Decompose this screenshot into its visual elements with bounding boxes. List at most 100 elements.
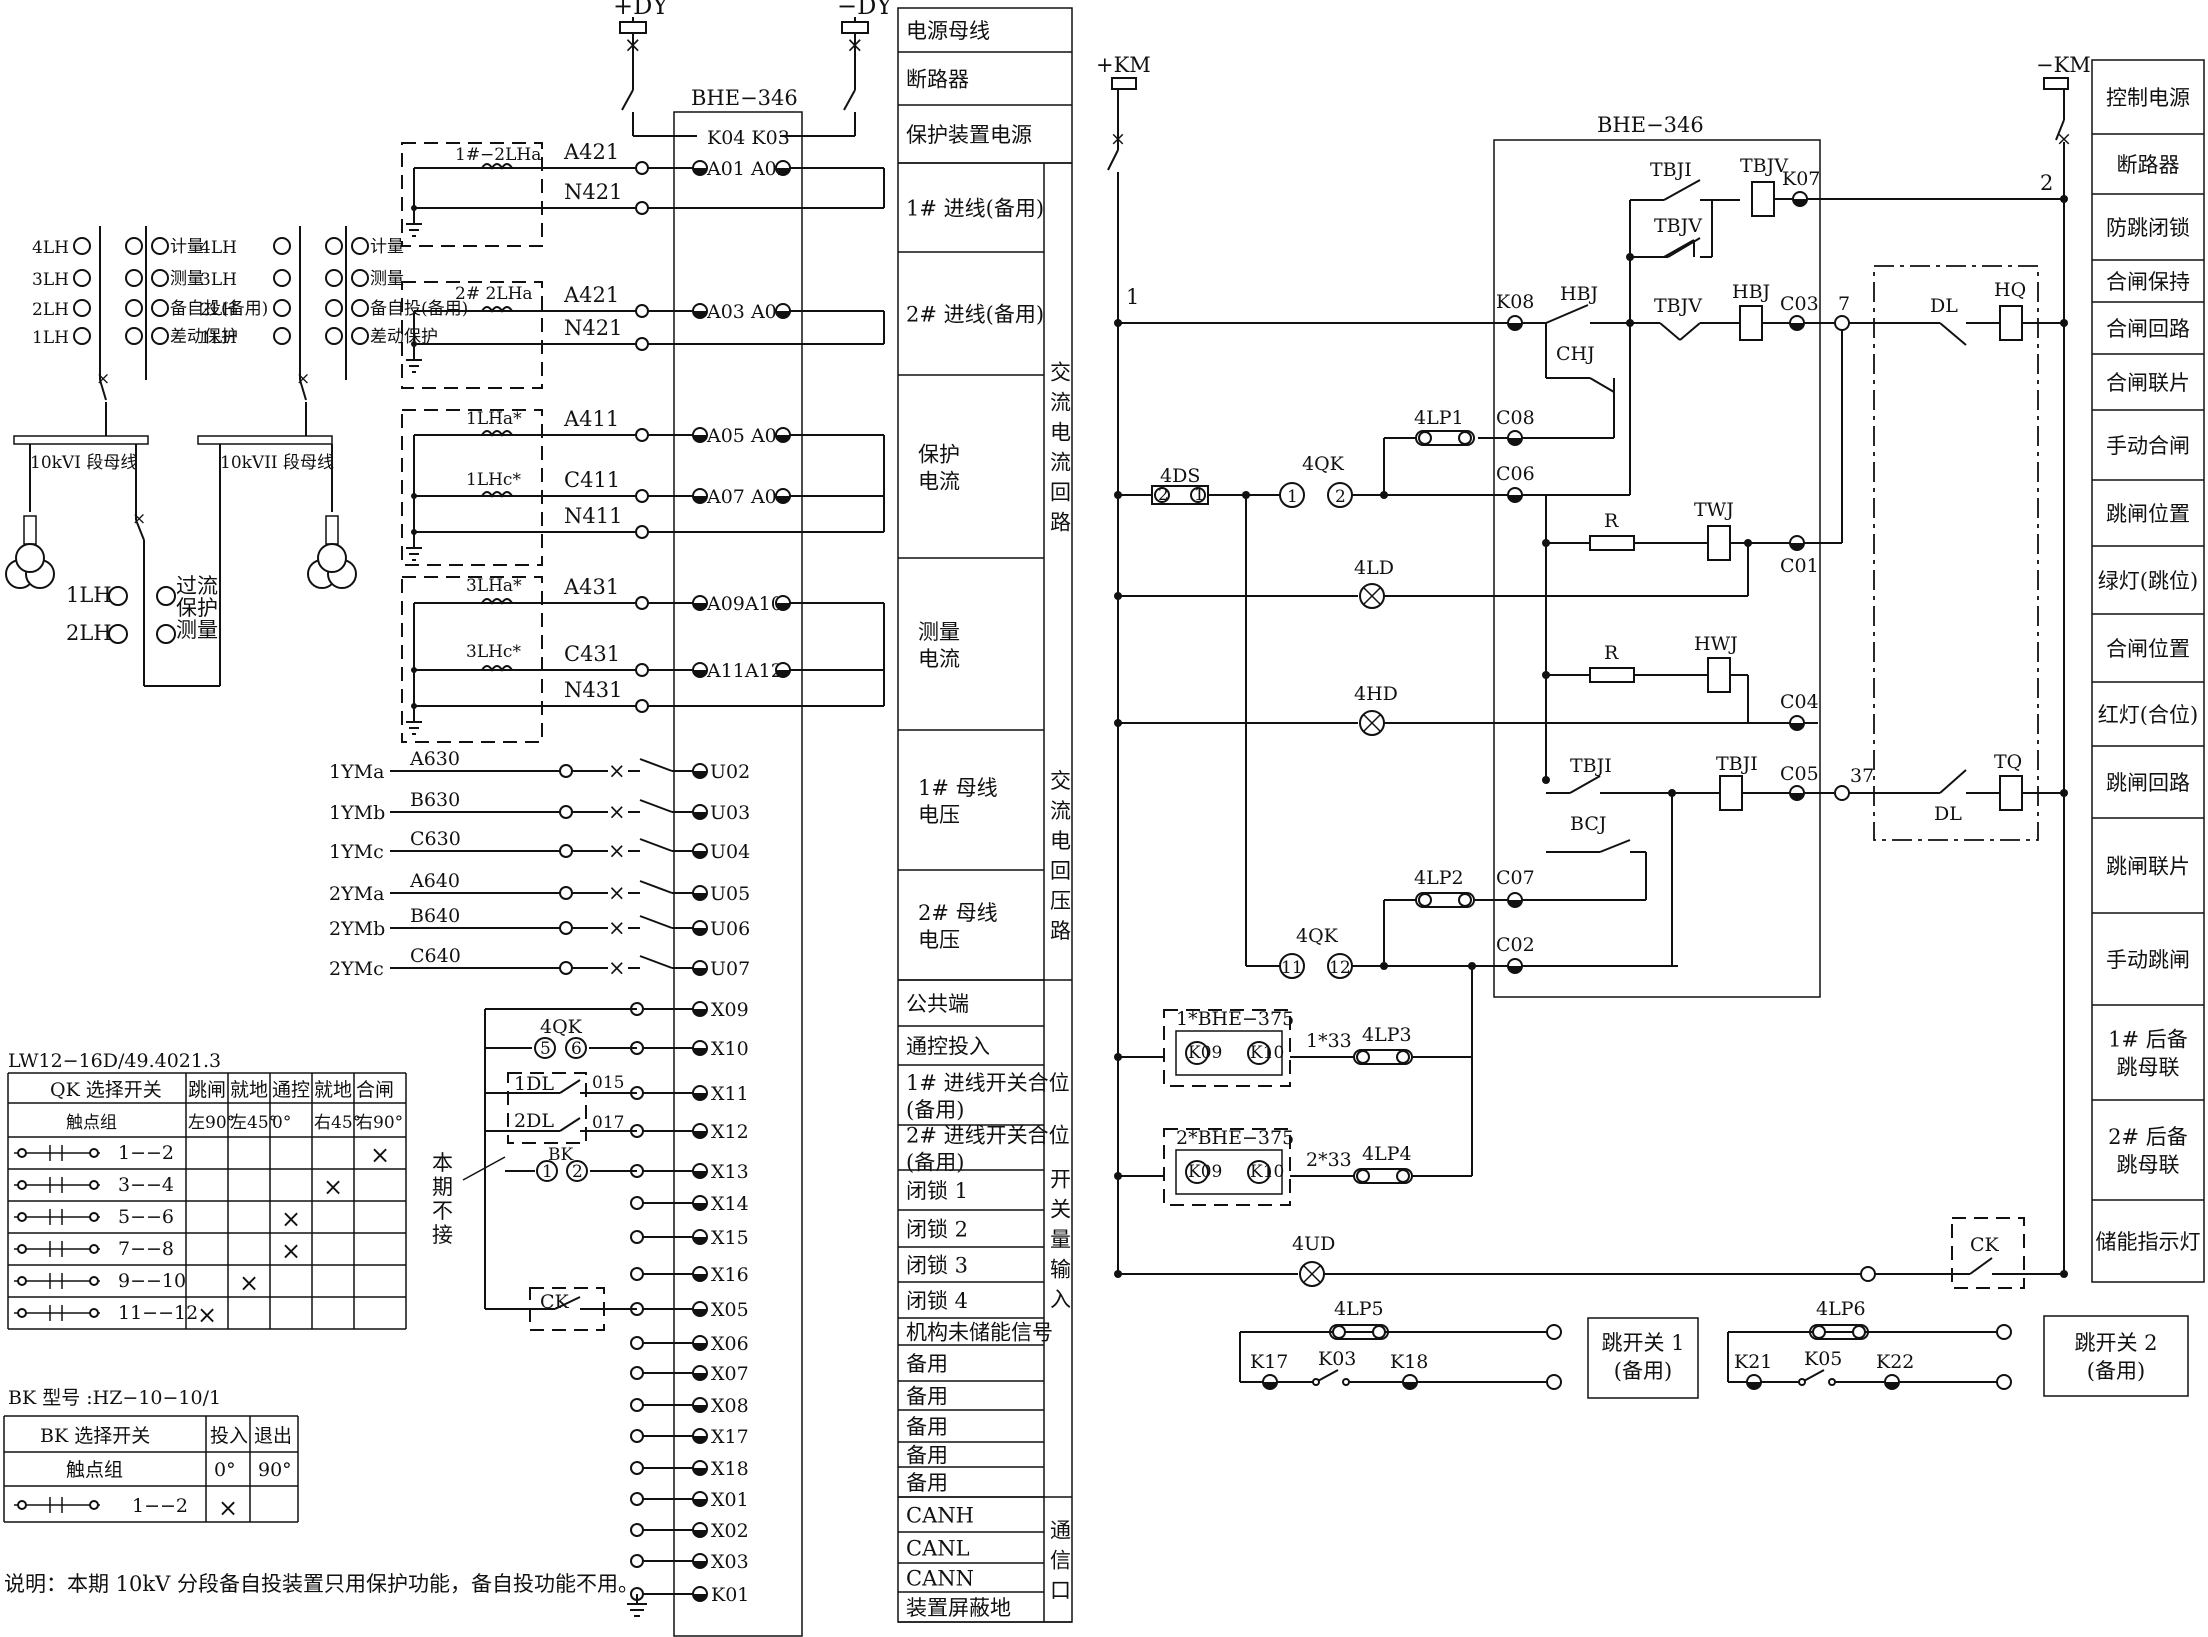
function-table-cell: 2# 进线(备用): [906, 303, 1044, 327]
node-1: 1: [1126, 285, 1139, 309]
cross-mark: ×: [608, 839, 626, 863]
open-terminal: [630, 1267, 644, 1281]
x-terminal-label: X02: [711, 1520, 749, 1542]
ct-wire-label: A421: [563, 283, 619, 307]
vt-wire-label: B640: [410, 905, 460, 927]
k04-k03-label: K04 K03: [707, 127, 790, 149]
svg-text:1#−2LHa: 1#−2LHa: [455, 145, 541, 165]
ct-core-func: 计量: [170, 237, 204, 257]
bk-header: BK 选择开关: [40, 1425, 150, 1447]
open-terminal: [559, 844, 573, 858]
open-terminal: [630, 1230, 644, 1244]
ct-core-func: 差动保护: [370, 327, 438, 347]
twj: TWJ: [1694, 499, 1734, 521]
hwj: HWJ: [1694, 633, 1738, 655]
open-terminal: [635, 304, 649, 318]
function-group-char: 流: [1050, 391, 1071, 415]
trip-switch-1-sub: (备用): [1614, 1359, 1672, 1383]
svg-text:×: ×: [132, 509, 146, 529]
open-terminal: [559, 961, 573, 975]
ct-core-func: 备自投(备用): [170, 299, 268, 319]
ct-wire-label: A411: [563, 407, 619, 431]
qk-header: 合闸: [356, 1079, 394, 1101]
junction-dot: [1114, 1172, 1122, 1180]
ct-core-func: 测量: [170, 269, 204, 289]
function-table-cell: 机构未储能信号: [906, 1321, 1053, 1345]
qk-closed-mark: ×: [197, 1301, 217, 1329]
function-group-char: 路: [1050, 511, 1071, 535]
vt-name: 1YMb: [329, 802, 385, 824]
bhe375-box: [1163, 1128, 1291, 1206]
tq: TQ: [1994, 751, 2022, 773]
vt-terminal-label: U04: [710, 841, 750, 863]
open-terminal: [630, 1196, 644, 1210]
ct-terminal-label: A11A12: [706, 660, 783, 682]
bk-closed-mark: ×: [218, 1494, 238, 1522]
open-terminal: [635, 525, 649, 539]
svg-text:期: 期: [432, 1175, 453, 1199]
sect-ct-label: 1LH: [66, 583, 112, 607]
right-table-cell: 绿灯(跳位): [2098, 569, 2198, 593]
function-group-char: 流: [1050, 799, 1071, 823]
right-table-cell: 合闸位置: [2106, 637, 2190, 661]
svg-text:015: 015: [592, 1073, 624, 1093]
open-terminal: [1312, 1378, 1320, 1386]
label: 2*33: [1306, 1149, 1352, 1171]
function-group-char: 口: [1050, 1579, 1071, 1603]
vt-name: 1YMa: [329, 761, 384, 783]
function-table-cell: CANL: [906, 1537, 970, 1561]
qk-header: 通控: [272, 1079, 310, 1101]
svg-text:2# 2LHa: 2# 2LHa: [455, 284, 533, 304]
label: K22: [1876, 1351, 1914, 1373]
right-table-cell: 手动跳闸: [2106, 948, 2190, 972]
svg-text:3LHc*: 3LHc*: [466, 642, 521, 662]
vt-wire-label: A640: [409, 870, 460, 892]
cross-mark: ×: [608, 956, 626, 980]
open-terminal: [635, 337, 649, 351]
open-terminal: [559, 886, 573, 900]
function-group-char: 交: [1050, 769, 1071, 793]
ld: 4LD: [1354, 557, 1394, 579]
junction-dot: [1468, 962, 1476, 970]
function-table-cell: 1# 母线: [918, 776, 998, 800]
open-terminal: [635, 663, 649, 677]
vt-wire-label: B630: [410, 789, 460, 811]
ct-core-label: 4LH: [200, 238, 237, 258]
open-terminal: [559, 764, 573, 778]
ct-coil: [481, 665, 513, 672]
open-terminal: [1834, 315, 1850, 331]
function-table-cell: 断路器: [906, 68, 969, 92]
busbar-label: 10kVII 段母线: [220, 453, 334, 473]
open-terminal: [630, 1492, 644, 1506]
trip-switch-1-label: 跳开关 1: [1601, 1331, 1684, 1355]
lp: 4LP3: [1362, 1024, 1412, 1046]
ct-terminal-label: A05 A06: [706, 425, 789, 447]
function-group-char: 开: [1050, 1168, 1071, 1192]
relay-coil: [1707, 525, 1731, 561]
x-terminal-label: X09: [711, 999, 749, 1021]
cross-mark: ×: [608, 800, 626, 824]
function-group-char: 流: [1050, 451, 1071, 475]
c07: C07: [1496, 867, 1535, 889]
c08: C08: [1496, 407, 1535, 429]
junction-dot: [2060, 195, 2068, 203]
busbar: [197, 435, 333, 445]
hd: 4HD: [1354, 683, 1398, 705]
ct-core-label: 3LH: [32, 270, 69, 290]
open-terminal: [630, 1429, 644, 1443]
open-terminal: [630, 1336, 644, 1350]
label: K03: [1318, 1348, 1356, 1370]
function-table-cell: 闭锁 2: [906, 1218, 968, 1242]
svg-text:BK: BK: [548, 1145, 573, 1165]
svg-text:×: ×: [624, 33, 642, 57]
minus-km-label: −KM: [2036, 53, 2091, 77]
busbar: [13, 435, 149, 445]
open-terminal: [635, 161, 649, 175]
ct-core-func: 差动保护: [170, 327, 238, 347]
x-terminal-label: X18: [711, 1458, 749, 1480]
function-table-cell: 公共端: [906, 992, 969, 1016]
vt-inputs: 1YMa×U02A6301YMb×U03B6301YMc×U04C6302YMa…: [329, 748, 750, 980]
ct-terminal-label: A01 A02: [706, 158, 789, 180]
vt-terminal-label: U07: [710, 958, 750, 980]
